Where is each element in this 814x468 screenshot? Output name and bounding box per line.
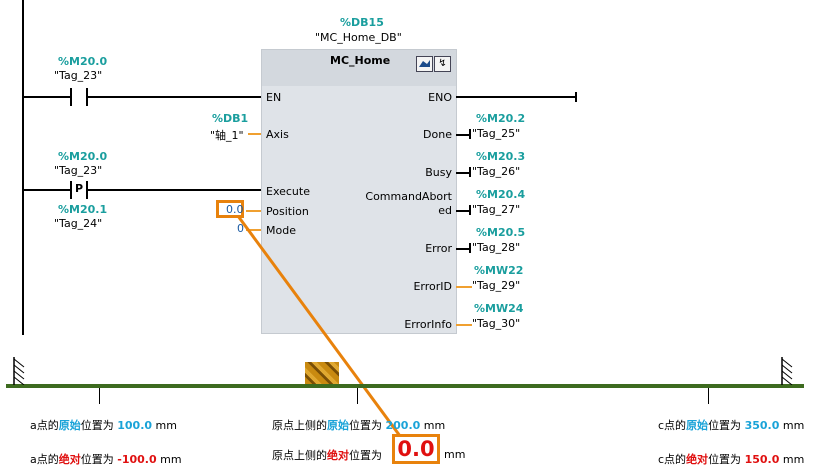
origin-original-position: 原点上侧的原始位置为 200.0 mm — [272, 419, 446, 432]
error-wire — [456, 248, 470, 250]
ground-line — [6, 384, 804, 388]
position-wire — [246, 210, 262, 212]
c-original-position: c点的原始位置为 350.0 mm — [658, 419, 805, 432]
errorinfo-address: %MW24 — [474, 302, 524, 315]
mode-wire — [246, 229, 262, 231]
origin-absolute-value-box: 0.0 — [392, 434, 440, 464]
contact-edge-address: %M20.1 — [58, 203, 108, 216]
pin-execute: Execute — [266, 185, 310, 198]
errorid-wire — [456, 286, 472, 288]
pin-busy: Busy — [425, 166, 452, 179]
busy-end — [469, 167, 471, 177]
block-diagnostic-icon[interactable] — [416, 56, 433, 72]
tick-origin — [357, 388, 358, 404]
axis-address: %DB1 — [212, 112, 249, 125]
contact-exec-p[interactable]: P — [70, 181, 90, 199]
pin-eno: ENO — [428, 91, 452, 104]
busy-wire — [456, 172, 470, 174]
rung-en-right — [88, 96, 262, 98]
origin-absolute-unit: mm — [444, 448, 466, 461]
origin-absolute-value: 0.0 — [397, 437, 435, 461]
pin-error: Error — [425, 242, 452, 255]
errorinfo-wire — [456, 324, 472, 326]
origin-absolute-position: 原点上侧的绝对位置为 — [272, 449, 382, 462]
c-absolute-position: c点的绝对位置为 150.0 mm — [658, 453, 805, 466]
contact-en-address: %M20.0 — [58, 55, 108, 68]
pin-position: Position — [266, 205, 309, 218]
mode-value: 0 — [237, 222, 244, 235]
pin-mode: Mode — [266, 224, 296, 237]
abort-address: %M20.4 — [476, 188, 526, 201]
position-value: 0.0 — [226, 203, 244, 216]
block-title: MC_Home — [330, 54, 391, 67]
mc-home-block[interactable]: MC_Home ↯ EN Axis Execute Position Mode … — [261, 49, 457, 334]
error-address: %M20.5 — [476, 226, 526, 239]
instance-db-address: %DB15 — [340, 16, 384, 29]
error-tag: "Tag_28" — [472, 241, 521, 254]
left-wall-icon — [13, 357, 25, 385]
contact-en[interactable] — [70, 88, 90, 106]
done-tag: "Tag_25" — [472, 127, 521, 140]
done-address: %M20.2 — [476, 112, 526, 125]
pin-errorid: ErrorID — [413, 280, 452, 293]
pin-done: Done — [423, 128, 452, 141]
abort-wire — [456, 210, 470, 212]
busy-address: %M20.3 — [476, 150, 526, 163]
a-absolute-position: a点的绝对位置为 -100.0 mm — [30, 453, 182, 466]
done-end — [469, 129, 471, 139]
errorinfo-tag: "Tag_30" — [472, 317, 521, 330]
pin-abort-line2: ed — [438, 204, 452, 217]
instance-db-name: "MC_Home_DB" — [315, 31, 402, 44]
eno-end — [575, 92, 577, 102]
tick-c — [708, 388, 709, 404]
rung-exec-left — [22, 189, 70, 191]
eno-wire — [456, 96, 576, 98]
rung-en-left — [22, 96, 70, 98]
busy-tag: "Tag_26" — [472, 165, 521, 178]
contact-exec-tag: "Tag_23" — [54, 164, 103, 177]
pin-en: EN — [266, 91, 282, 104]
position-value-box[interactable] — [216, 200, 244, 218]
errorid-tag: "Tag_29" — [472, 279, 521, 292]
abort-end — [469, 205, 471, 215]
contact-edge-tag: "Tag_24" — [54, 217, 103, 230]
block-help-icon[interactable]: ↯ — [434, 56, 451, 72]
abort-tag: "Tag_27" — [472, 203, 521, 216]
axis-wire — [248, 133, 262, 135]
done-wire — [456, 134, 470, 136]
pin-errorinfo: ErrorInfo — [404, 318, 452, 331]
p-edge-symbol: P — [75, 182, 84, 195]
contact-en-tag: "Tag_23" — [54, 69, 103, 82]
errorid-address: %MW22 — [474, 264, 524, 277]
carriage-block[interactable] — [305, 362, 339, 384]
right-wall-icon — [781, 357, 793, 385]
rung-exec-right — [88, 189, 262, 191]
pin-abort-line1: CommandAbort — [365, 190, 452, 203]
axis-tag: "轴_1" — [210, 129, 244, 142]
a-original-position: a点的原始位置为 100.0 mm — [30, 419, 177, 432]
power-rail — [22, 0, 24, 335]
contact-exec-address: %M20.0 — [58, 150, 108, 163]
pin-axis: Axis — [266, 128, 289, 141]
tick-a — [99, 388, 100, 404]
error-end — [469, 243, 471, 253]
